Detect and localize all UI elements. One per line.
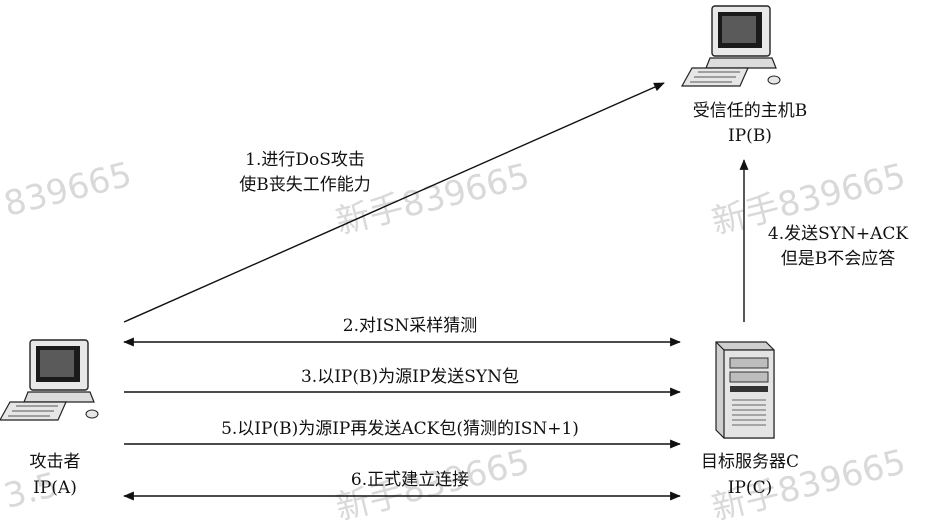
attacker-name: 攻击者 (29, 452, 81, 472)
step-4-line-1: 4.发送SYN+ACK (767, 224, 909, 244)
step-1-line-1: 1.进行DoS攻击 (245, 150, 365, 170)
computer-icon (0, 339, 99, 421)
trusted-host-ip: IP(B) (728, 126, 772, 146)
step-5-label: 5.以IP(B)为源IP再发送ACK包(猜测的ISN+1) (221, 419, 579, 439)
step-3-label: 3.以IP(B)为源IP发送SYN包 (300, 367, 520, 387)
step-1-line-2: 使B丧失工作能力 (239, 175, 371, 195)
target-server-name: 目标服务器C (700, 452, 799, 472)
diagram-canvas (0, 5, 781, 501)
attacker-ip: IP(A) (33, 478, 77, 498)
diagram: 839665 新手839665 新手839665 3.5 新手839665 新手… (0, 5, 910, 529)
server-icon (715, 341, 775, 439)
arrow-step-1 (123, 82, 665, 323)
step-2-label: 2.对ISN采样猜测 (342, 316, 478, 336)
step-4-line-2: 但是B不会应答 (780, 249, 896, 269)
step-6-label: 6.正式建立连接 (350, 470, 470, 490)
target-server-ip: IP(C) (727, 478, 773, 498)
trusted-host-name: 受信任的主机B (692, 101, 808, 121)
computer-icon (680, 5, 781, 87)
